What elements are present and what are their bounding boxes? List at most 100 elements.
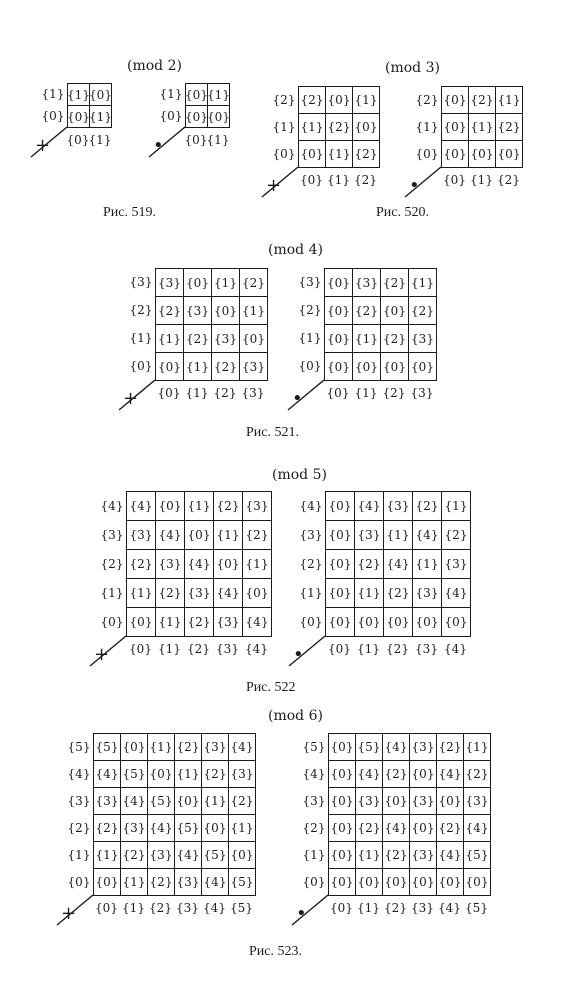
column-label: {3} [176,901,199,915]
table-cell: {3} [409,841,437,869]
column-label: {2} [386,642,409,656]
table-cell: {0} [185,105,208,128]
table-cell: {1} [207,83,230,106]
table-cell: {0} [325,549,355,579]
column-label: {3} [241,386,265,400]
plus-icon: + [35,135,51,156]
mod-label: (mod 5) [272,467,327,483]
row-label: {3} [302,793,326,808]
table-cell: {4} [126,491,156,521]
table-cell: {0} [328,868,356,896]
table-cell: {2} [211,352,240,381]
column-label: {4} [438,901,461,915]
table-cell: {2} [183,324,212,353]
row-label: {2} [298,303,322,317]
table-cell: {0} [120,733,148,761]
table-cell: {0} [324,268,353,297]
table-cell: {2} [436,733,464,761]
table-cell: {4} [441,578,471,608]
column-label: {4} [444,642,467,656]
row-label: {0} [298,359,322,373]
table-cell: {3} [409,733,437,761]
table-cell: {3} [239,352,268,381]
dot-icon: • [293,644,304,665]
table-cell: {0} [352,352,381,381]
row-label: {3} [67,793,91,808]
column-label: {4} [203,901,226,915]
table-cell: {2} [468,86,496,114]
table-cell: {2} [126,549,156,579]
table-cell: {3} [211,324,240,353]
table-cell: {1} [93,841,121,869]
column-label: {1} [357,901,380,915]
table-cell: {1} [355,841,383,869]
table-cell: {2} [495,113,523,141]
mod-label: (mod 2) [127,58,182,74]
table-cell: {4} [201,868,229,896]
table-cell: {4} [120,787,148,815]
table-cell: {0} [126,607,156,637]
table-cell: {4} [228,733,256,761]
column-label: {0} [330,901,353,915]
table-cell: {0} [147,760,175,788]
table-cell: {5} [147,787,175,815]
table-cell: {2} [352,296,381,325]
column-label: {2} [382,386,406,400]
table-cell: {1} [495,86,523,114]
column-label: {3} [415,642,438,656]
table-cell: {1} [239,296,268,325]
table-cell: {1} [242,549,272,579]
table-cell: {2} [441,520,471,550]
table-cell: {2} [298,86,326,114]
table-cell: {0} [93,868,121,896]
column-label: {1} [470,173,493,187]
row-label: {0} [299,614,323,629]
row-label: {1} [159,87,183,101]
table-cell: {2} [354,549,384,579]
table-cell: {4} [412,520,442,550]
table-cell: {0} [324,324,353,353]
plus-icon: + [94,644,110,665]
table-cell: {0} [183,268,212,297]
table-cell: {5} [463,841,491,869]
table-cell: {0} [408,352,437,381]
column-label: {2} [187,642,210,656]
row-label: {0} [302,874,326,889]
table-cell: {0} [495,140,523,168]
axis-corner-line [287,379,325,411]
row-label: {2} [272,92,296,107]
row-label: {1} [299,585,323,600]
row-label: {3} [100,527,124,542]
column-label: {2} [213,386,237,400]
dot-icon: • [409,175,420,196]
table-cell: {1} [67,83,90,106]
table-cell: {3} [183,296,212,325]
table-cell: {2} [325,113,353,141]
table-cell: {3} [352,268,381,297]
table-cell: {1} [155,324,184,353]
row-label: {0} [67,874,91,889]
column-label: {0} [157,386,181,400]
column-label: {1} [88,133,112,147]
table-cell: {0} [324,296,353,325]
table-cell: {4} [354,491,384,521]
column-label: {2} [354,173,377,187]
table-cell: {0} [155,491,185,521]
table-cell: {0} [409,814,437,842]
row-label: {2} [67,820,91,835]
table-cell: {2} [436,814,464,842]
row-label: {1} [41,87,65,101]
table-cell: {2} [380,268,409,297]
axis-corner-line [291,894,329,926]
table-cell: {1} [325,140,353,168]
axis-corner-line [56,894,94,926]
table-cell: {4} [147,814,175,842]
table-cell: {2} [93,814,121,842]
table-cell: {0} [228,841,256,869]
mod-label: (mod 4) [268,242,323,258]
table-cell: {3} [120,814,148,842]
row-label: {0} [129,359,153,373]
table-cell: {3} [441,549,471,579]
table-cell: {2} [184,607,214,637]
table-cell: {1} [468,113,496,141]
